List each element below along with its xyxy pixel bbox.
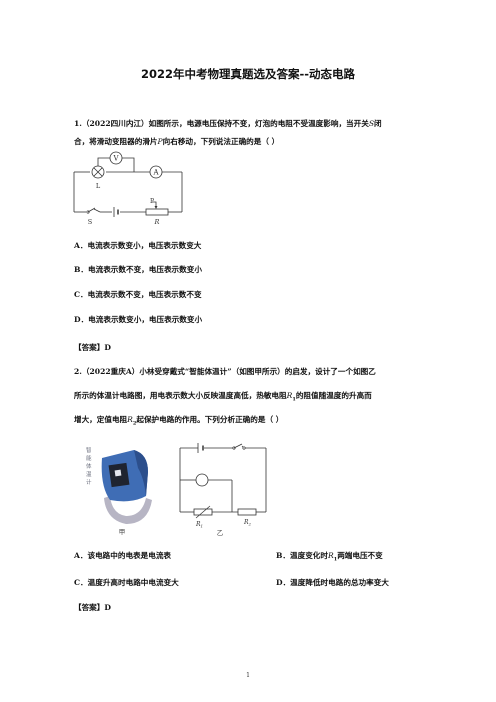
q1-stem-line1: 1.（2022四川内江）如图所示，电源电压保持不变，灯泡的电阻不受温度影响，当开…	[74, 118, 430, 129]
r1-symbol-sub: 1	[292, 396, 296, 403]
q2-option-c: C．温度升高时电路中电流变大	[74, 578, 179, 587]
r1-label: R1	[195, 521, 203, 529]
q1-circuit-diagram: V L A S P R	[73, 151, 183, 226]
q1-option-a: A．电流表示数变小，电压表示数变大	[74, 241, 202, 250]
ammeter: A	[149, 165, 163, 179]
device-text: 智 能 体 温 计	[86, 446, 92, 486]
svg-text:智: 智	[86, 446, 92, 454]
r2-symbol: R	[127, 415, 133, 424]
q2-option-b-sub: 1	[333, 556, 338, 563]
slider-symbol: P	[157, 137, 163, 146]
svg-text:温: 温	[86, 470, 92, 478]
voltmeter: V	[109, 151, 123, 165]
q2-option-b-text2: 两端电压不变	[337, 551, 383, 560]
r2-label: R2	[243, 519, 252, 527]
switch-symbol: S	[368, 119, 375, 128]
voltmeter-label: V	[112, 155, 119, 163]
slider-label: P	[150, 198, 154, 205]
q1-option-d: D．电流表示数变小，电压表示数变小	[74, 315, 203, 324]
rheostat-label: R	[154, 218, 160, 226]
q2-answer: 【答案】D	[74, 603, 111, 612]
svg-text:能: 能	[86, 454, 92, 462]
smart-thermometer-photo: 智 能 体 温 计 甲	[86, 446, 152, 536]
battery	[113, 207, 119, 217]
q2-option-b-text: B．温度变化时	[276, 551, 328, 560]
q2-stem-line3: 增大，定值电阻R2起保护电路的作用。下列分析正确的是（ ）	[74, 414, 430, 430]
lamp: L	[91, 165, 105, 190]
q2-option-a: A．该电路中的电表是电流表	[74, 551, 172, 560]
q2-stem-text-3b: 起保护电路的作用。下列分析正确的是（ ）	[136, 415, 284, 424]
switch-label: S	[88, 218, 92, 226]
q2-option-d: D．温度降低时电路的总功率变大	[276, 578, 389, 587]
svg-text:体: 体	[86, 462, 92, 470]
r1-symbol: R	[286, 391, 293, 400]
q1-answer: 【答案】D	[74, 343, 111, 352]
q1-stem-text-1b: 闭	[374, 119, 382, 128]
page-number: 1	[246, 672, 250, 679]
page-title: 2022年中考物理真题选及答案--动态电路	[140, 67, 356, 81]
q1-option-c: C．电流表示数不变，电压表示数不变	[74, 290, 202, 299]
switch: S	[86, 207, 96, 226]
svg-text:计: 计	[86, 478, 92, 486]
resistor-r2: R2	[237, 508, 257, 527]
q2-stem-line2: 所示的体温计电路图，用电表示数大小反映温度高低，热敏电阻R1的阻值随温度的升高而	[74, 390, 430, 406]
q2-stem-text-3: 增大，定值电阻	[74, 415, 128, 424]
thermistor-r1: R1	[193, 505, 213, 529]
q2-stem-text-2b: 的阻值随温度的升高而	[295, 391, 372, 400]
caption-jia: 甲	[119, 528, 126, 536]
meter-circle	[195, 473, 209, 487]
q2-option-b: B．温度变化时R1两端电压不变	[276, 550, 383, 563]
ammeter-label: A	[152, 169, 159, 177]
q1-option-b: B．电流表示数不变，电压表示数变小	[74, 265, 202, 274]
q2-circuit-diagram: R1 R2 乙	[179, 443, 267, 536]
r2-symbol-sub: 2	[132, 420, 137, 427]
caption-yi: 乙	[217, 529, 224, 536]
q2-option-b-r: R	[327, 551, 334, 560]
q2-stem-text-2: 所示的体温计电路图，用电表示数大小反映温度高低，热敏电阻	[74, 391, 287, 400]
lamp-label: L	[96, 182, 101, 190]
q1-stem-text-1: 1.（2022四川内江）如图所示，电源电压保持不变，灯泡的电阻不受温度影响，当开…	[74, 119, 369, 128]
q2-stem-line1: 2.（2022重庆A）小林受穿戴式“智能体温计”（如图甲所示）的启发，设计了一个…	[74, 367, 376, 376]
q1-stem-line2: 合，将滑动变阻器的滑片P向右移动，下列说法正确的是（ ）	[74, 136, 430, 147]
q1-stem-text-2b: 向右移动，下列说法正确的是（ ）	[162, 137, 280, 146]
q1-stem-text-2: 合，将滑动变阻器的滑片	[74, 137, 158, 146]
rheostat: P R	[145, 198, 169, 226]
